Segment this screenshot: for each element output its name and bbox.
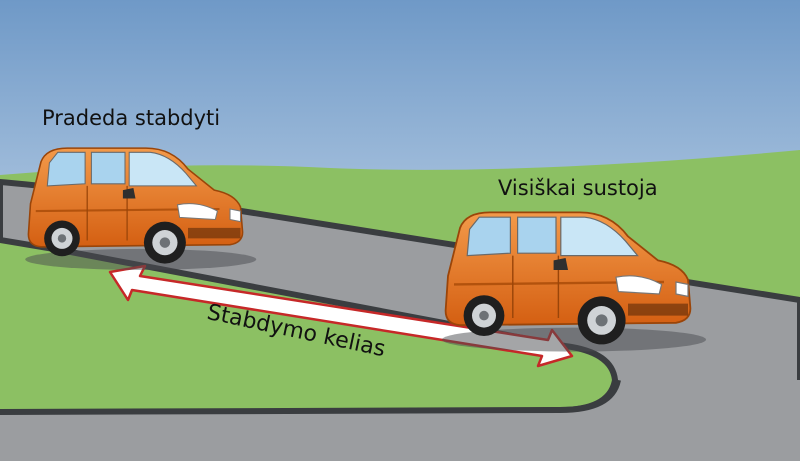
label-fully-stopped: Visiškai sustoja (498, 176, 658, 200)
label-start-braking: Pradeda stabdyti (42, 106, 221, 130)
